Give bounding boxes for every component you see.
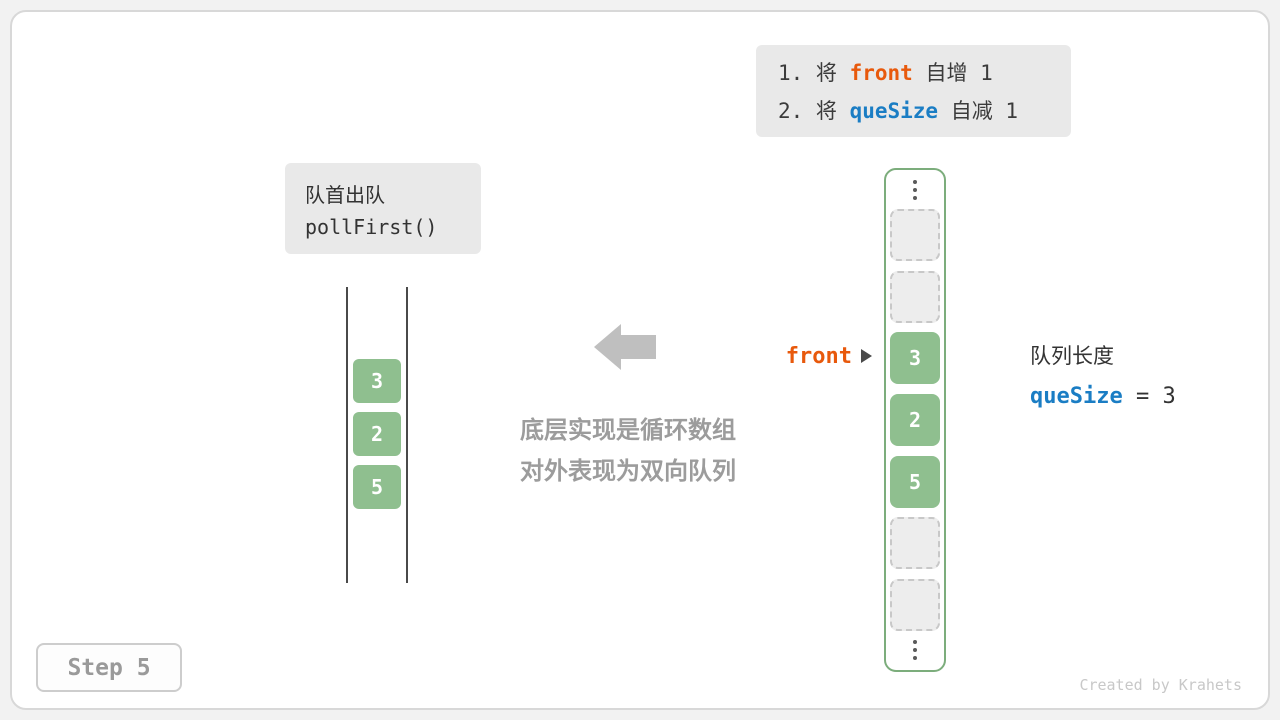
queue-size-line: queSize = 3 <box>1030 384 1176 409</box>
queue-cell: 2 <box>353 412 401 456</box>
operation-title: 队首出队 <box>305 182 385 207</box>
quesize-code-text: queSize <box>849 99 939 123</box>
instruction-2-suffix: 自减 1 <box>938 99 1019 123</box>
right-arrow-icon <box>861 349 872 363</box>
instruction-line-2: 2. 将 queSize 自减 1 <box>778 95 1071 125</box>
quesize-value: = 3 <box>1122 384 1176 409</box>
array-column: 3 2 5 <box>884 168 946 672</box>
array-cell-filled: 2 <box>890 393 940 446</box>
array-cell-empty <box>890 209 940 262</box>
operation-method: pollFirst() <box>305 214 438 239</box>
array-cell-empty <box>890 270 940 323</box>
array-cell-empty <box>890 578 940 631</box>
queue-info: 队列长度 queSize = 3 <box>1030 340 1176 409</box>
instruction-1-prefix: 1. 将 <box>778 61 850 85</box>
queue-cell: 3 <box>353 359 401 403</box>
front-pointer: front <box>760 341 872 371</box>
abstract-queue: 3 2 5 <box>346 287 408 583</box>
array-cell-empty <box>890 517 940 570</box>
step-badge: Step 5 <box>36 643 182 692</box>
queue-cell: 5 <box>353 465 401 509</box>
center-note-line-1: 底层实现是循环数组 <box>520 416 736 444</box>
instruction-2-prefix: 2. 将 <box>778 99 850 123</box>
array-cell-filled: 3 <box>890 332 940 385</box>
left-arrow-head <box>594 324 621 370</box>
center-note-line-2: 对外表现为双向队列 <box>520 457 736 485</box>
instruction-box: 1. 将 front 自增 1 2. 将 queSize 自减 1 <box>756 45 1071 137</box>
front-code-text: front <box>849 61 913 85</box>
operation-box: 队首出队 pollFirst() <box>285 163 481 254</box>
abstract-queue-cells: 3 2 5 <box>348 359 406 509</box>
ellipsis-top-icon <box>913 179 917 200</box>
step-label: Step 5 <box>67 654 151 681</box>
watermark: Created by Krahets <box>1079 676 1242 694</box>
instruction-1-suffix: 自增 1 <box>912 61 993 85</box>
quesize-variable: queSize <box>1030 384 1123 409</box>
left-arrow-shaft <box>621 335 656 359</box>
array-cell-filled: 5 <box>890 455 940 508</box>
ellipsis-bottom-icon <box>913 640 917 661</box>
queue-length-label: 队列长度 <box>1030 344 1114 368</box>
left-arrow-icon <box>594 324 656 370</box>
front-pointer-label: front <box>785 343 852 369</box>
instruction-line-1: 1. 将 front 自增 1 <box>778 57 1071 87</box>
center-note: 底层实现是循环数组 对外表现为双向队列 <box>478 410 778 492</box>
